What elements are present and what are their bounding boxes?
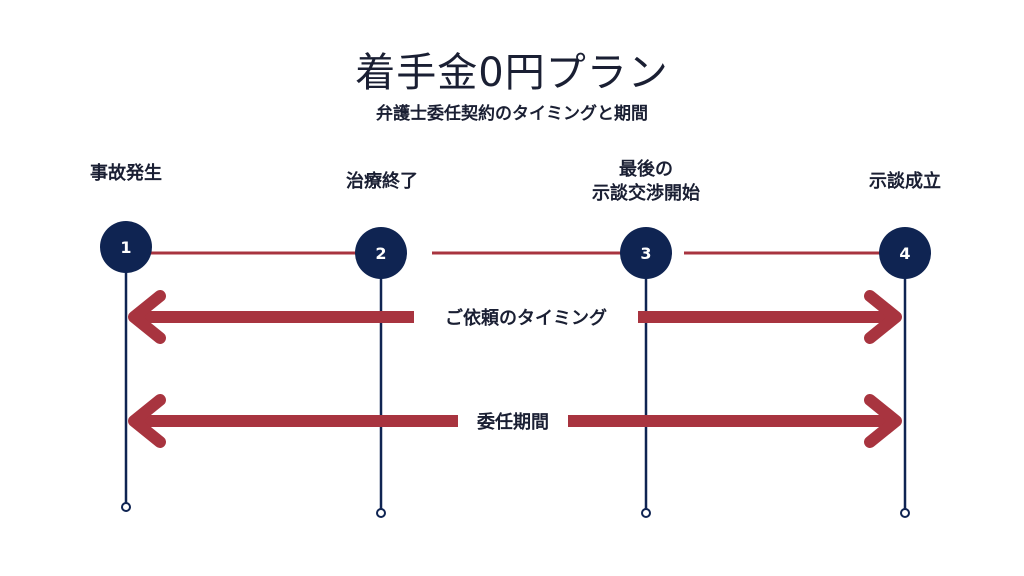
node-number-3: 3 [640, 244, 651, 263]
node-number-1: 1 [120, 238, 131, 257]
node-2 [355, 227, 407, 279]
stage-label-2: 治療終了 [346, 171, 418, 192]
node-3 [620, 227, 672, 279]
node-1 [100, 221, 152, 273]
end-dot-3 [641, 508, 651, 518]
stage-label-1: 事故発生 [90, 163, 162, 184]
end-dot-4 [900, 508, 910, 518]
node-number-2: 2 [375, 244, 386, 263]
engagement-period-label: 委任期間 [476, 411, 549, 433]
end-dot-1 [121, 502, 131, 512]
stage-label-4: 示談成立 [869, 171, 941, 192]
request-timing-arrow [128, 290, 902, 344]
end-dot-2 [376, 508, 386, 518]
diagram-title: 着手金0円プラン [355, 50, 669, 96]
stage-label-3: 最後の 示談交渉開始 [592, 159, 700, 204]
diagram-subtitle: 弁護士委任契約のタイミングと期間 [376, 104, 648, 124]
node-4 [879, 227, 931, 279]
request-timing-label: ご依頼のタイミング [445, 307, 607, 329]
node-number-4: 4 [899, 244, 910, 263]
engagement-period-arrow [128, 394, 902, 448]
